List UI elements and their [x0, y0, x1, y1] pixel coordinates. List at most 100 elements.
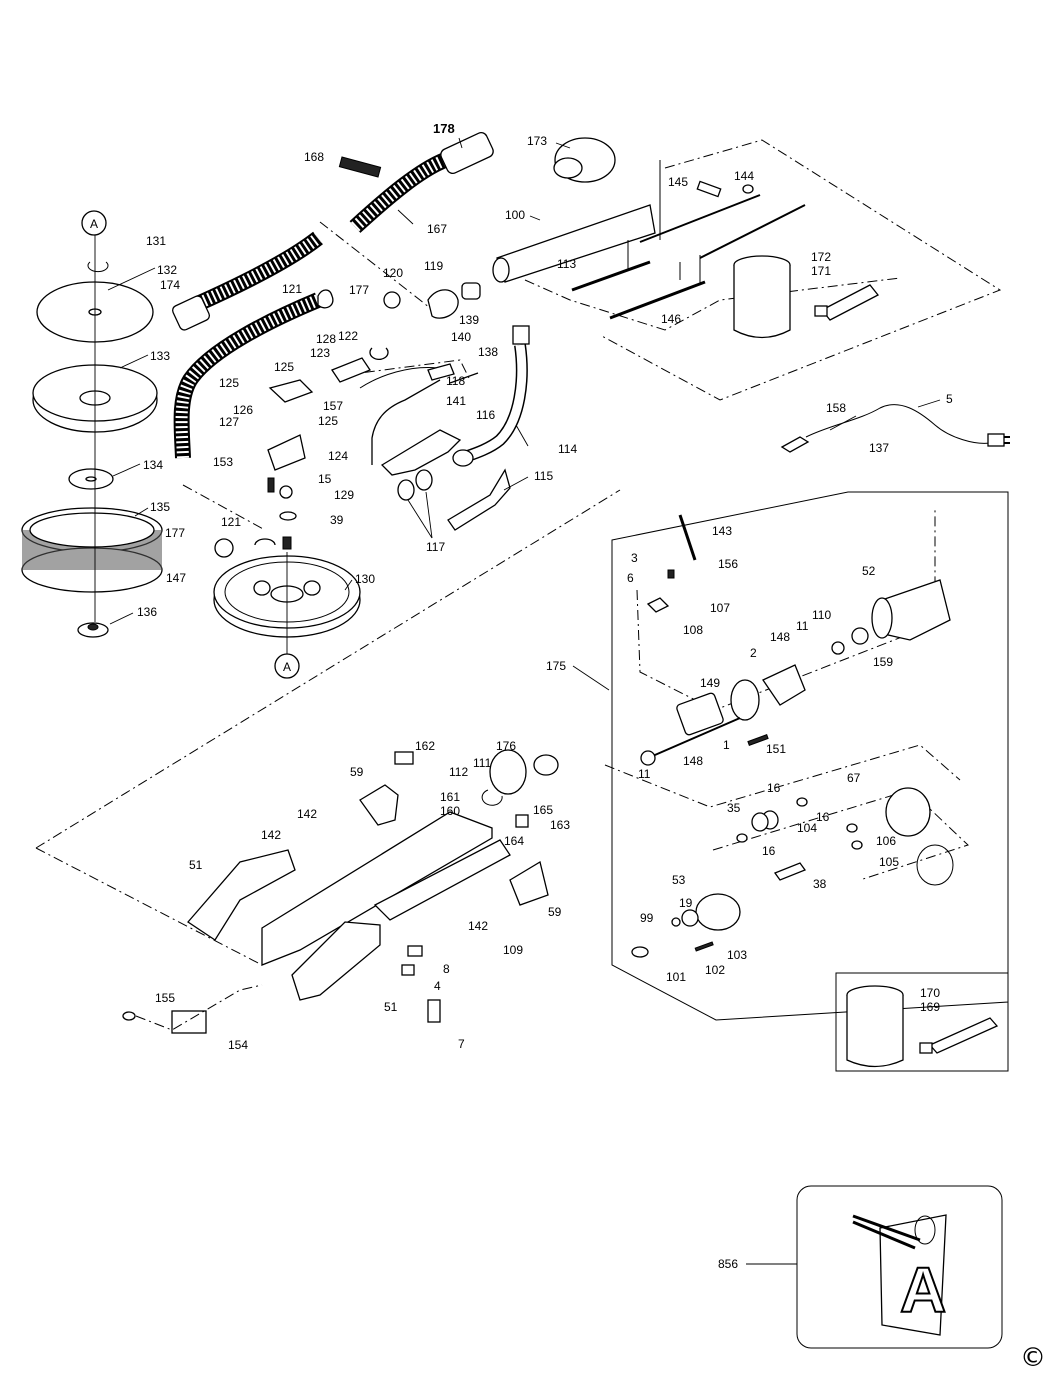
clamp-122	[369, 347, 389, 360]
callout-177a: 177	[349, 283, 369, 297]
callout-115: 115	[534, 469, 553, 483]
grease-cap	[814, 305, 828, 317]
callout-8: 8	[443, 962, 450, 976]
housing-half-51a	[187, 849, 296, 941]
clip-145	[696, 180, 722, 198]
callout-99: 99	[640, 911, 654, 925]
part-8	[407, 945, 423, 957]
callout-141: 141	[446, 394, 466, 408]
callout-15: 15	[318, 472, 332, 486]
callout-111: 111	[473, 756, 492, 770]
callout-151: 151	[766, 742, 786, 756]
plate-157	[268, 379, 314, 403]
callout-169: 169	[920, 1000, 940, 1014]
callout-16a: 16	[767, 781, 781, 795]
callout-1: 1	[723, 738, 730, 752]
bearing-124	[279, 485, 293, 499]
callout-134: 134	[143, 458, 163, 472]
callout-132: 132	[157, 263, 177, 277]
callout-154: 154	[228, 1038, 248, 1052]
callout-177b: 177	[165, 526, 185, 540]
callout-121a: 121	[282, 282, 302, 296]
callout-165: 165	[533, 803, 553, 817]
cap-59b	[509, 860, 549, 906]
tag-frame	[796, 1185, 1003, 1349]
bracket-127	[267, 434, 306, 471]
callout-172: 172	[811, 250, 831, 264]
callout-118: 118	[446, 374, 465, 388]
tube-housing	[261, 811, 493, 966]
callout-140: 140	[451, 330, 471, 344]
callout-112: 112	[449, 765, 468, 779]
callout-145: 145	[668, 175, 688, 189]
callout-122: 122	[338, 329, 358, 343]
callout-11b: 11	[638, 767, 651, 781]
callout-138: 138	[478, 345, 498, 359]
extension-tube	[492, 137, 880, 339]
callout-125a: 125	[274, 360, 294, 374]
callout-856: 856	[718, 1257, 738, 1271]
filter-138	[512, 325, 530, 345]
callout-167: 167	[427, 222, 447, 236]
tag-box: A	[746, 1185, 1003, 1349]
callout-121b: 121	[221, 515, 241, 529]
clip-129	[279, 511, 297, 521]
part-7	[427, 999, 441, 1023]
callout-117: 117	[426, 540, 445, 554]
callout-155: 155	[155, 991, 175, 1005]
elbow-120	[427, 289, 459, 319]
hose-label	[338, 156, 382, 178]
callout-110: 110	[812, 608, 831, 622]
callout-67: 67	[847, 771, 861, 785]
callout-160: 160	[440, 804, 460, 818]
clamp-121b	[254, 538, 276, 546]
bracket-115	[447, 468, 511, 531]
channel-164	[373, 839, 511, 921]
callout-4: 4	[434, 979, 441, 993]
callout-146: 146	[661, 312, 681, 326]
ring-149	[730, 679, 760, 721]
can-box	[835, 972, 1009, 1072]
callout-39: 39	[330, 513, 344, 527]
callout-59a: 59	[350, 765, 364, 779]
head-disk: A	[213, 552, 361, 679]
callout-125c: 125	[318, 414, 338, 428]
part-4	[401, 964, 415, 976]
callout-124: 124	[328, 449, 348, 463]
bracket-116	[380, 429, 462, 476]
callout-159: 159	[873, 655, 893, 669]
callout-3: 3	[631, 551, 638, 565]
marker-a-bottom: A	[283, 660, 291, 674]
box-154	[171, 1010, 207, 1034]
plug	[987, 433, 1005, 447]
power-cord	[780, 404, 1010, 453]
field-2	[762, 664, 806, 706]
callout-102: 102	[705, 963, 725, 977]
callout-176: 176	[496, 739, 516, 753]
callout-108: 108	[683, 623, 703, 637]
callout-103: 103	[727, 948, 747, 962]
block-165	[515, 814, 529, 828]
callout-142a: 142	[297, 807, 317, 821]
cover-59a	[359, 784, 399, 826]
callout-158: 158	[826, 401, 846, 415]
tag-letter: A	[900, 1254, 946, 1326]
callout-16c: 16	[762, 844, 776, 858]
switch-162	[394, 751, 414, 765]
callout-114: 114	[558, 442, 577, 456]
reference-marker-top	[81, 210, 107, 236]
knob-177b	[214, 538, 234, 558]
callout-136: 136	[137, 605, 157, 619]
hose-cuff	[440, 131, 494, 175]
callout-51a: 51	[189, 858, 203, 872]
spring-153	[267, 477, 275, 493]
callout-131: 131	[146, 234, 166, 248]
callout-7: 7	[458, 1037, 465, 1051]
callout-144: 144	[734, 169, 754, 183]
callout-123: 123	[310, 346, 330, 360]
callout-171: 171	[811, 264, 831, 278]
callout-137: 137	[869, 441, 889, 455]
hose-cuff-114	[452, 449, 474, 467]
callout-11a: 11	[796, 619, 809, 633]
callout-147: 147	[166, 571, 186, 585]
